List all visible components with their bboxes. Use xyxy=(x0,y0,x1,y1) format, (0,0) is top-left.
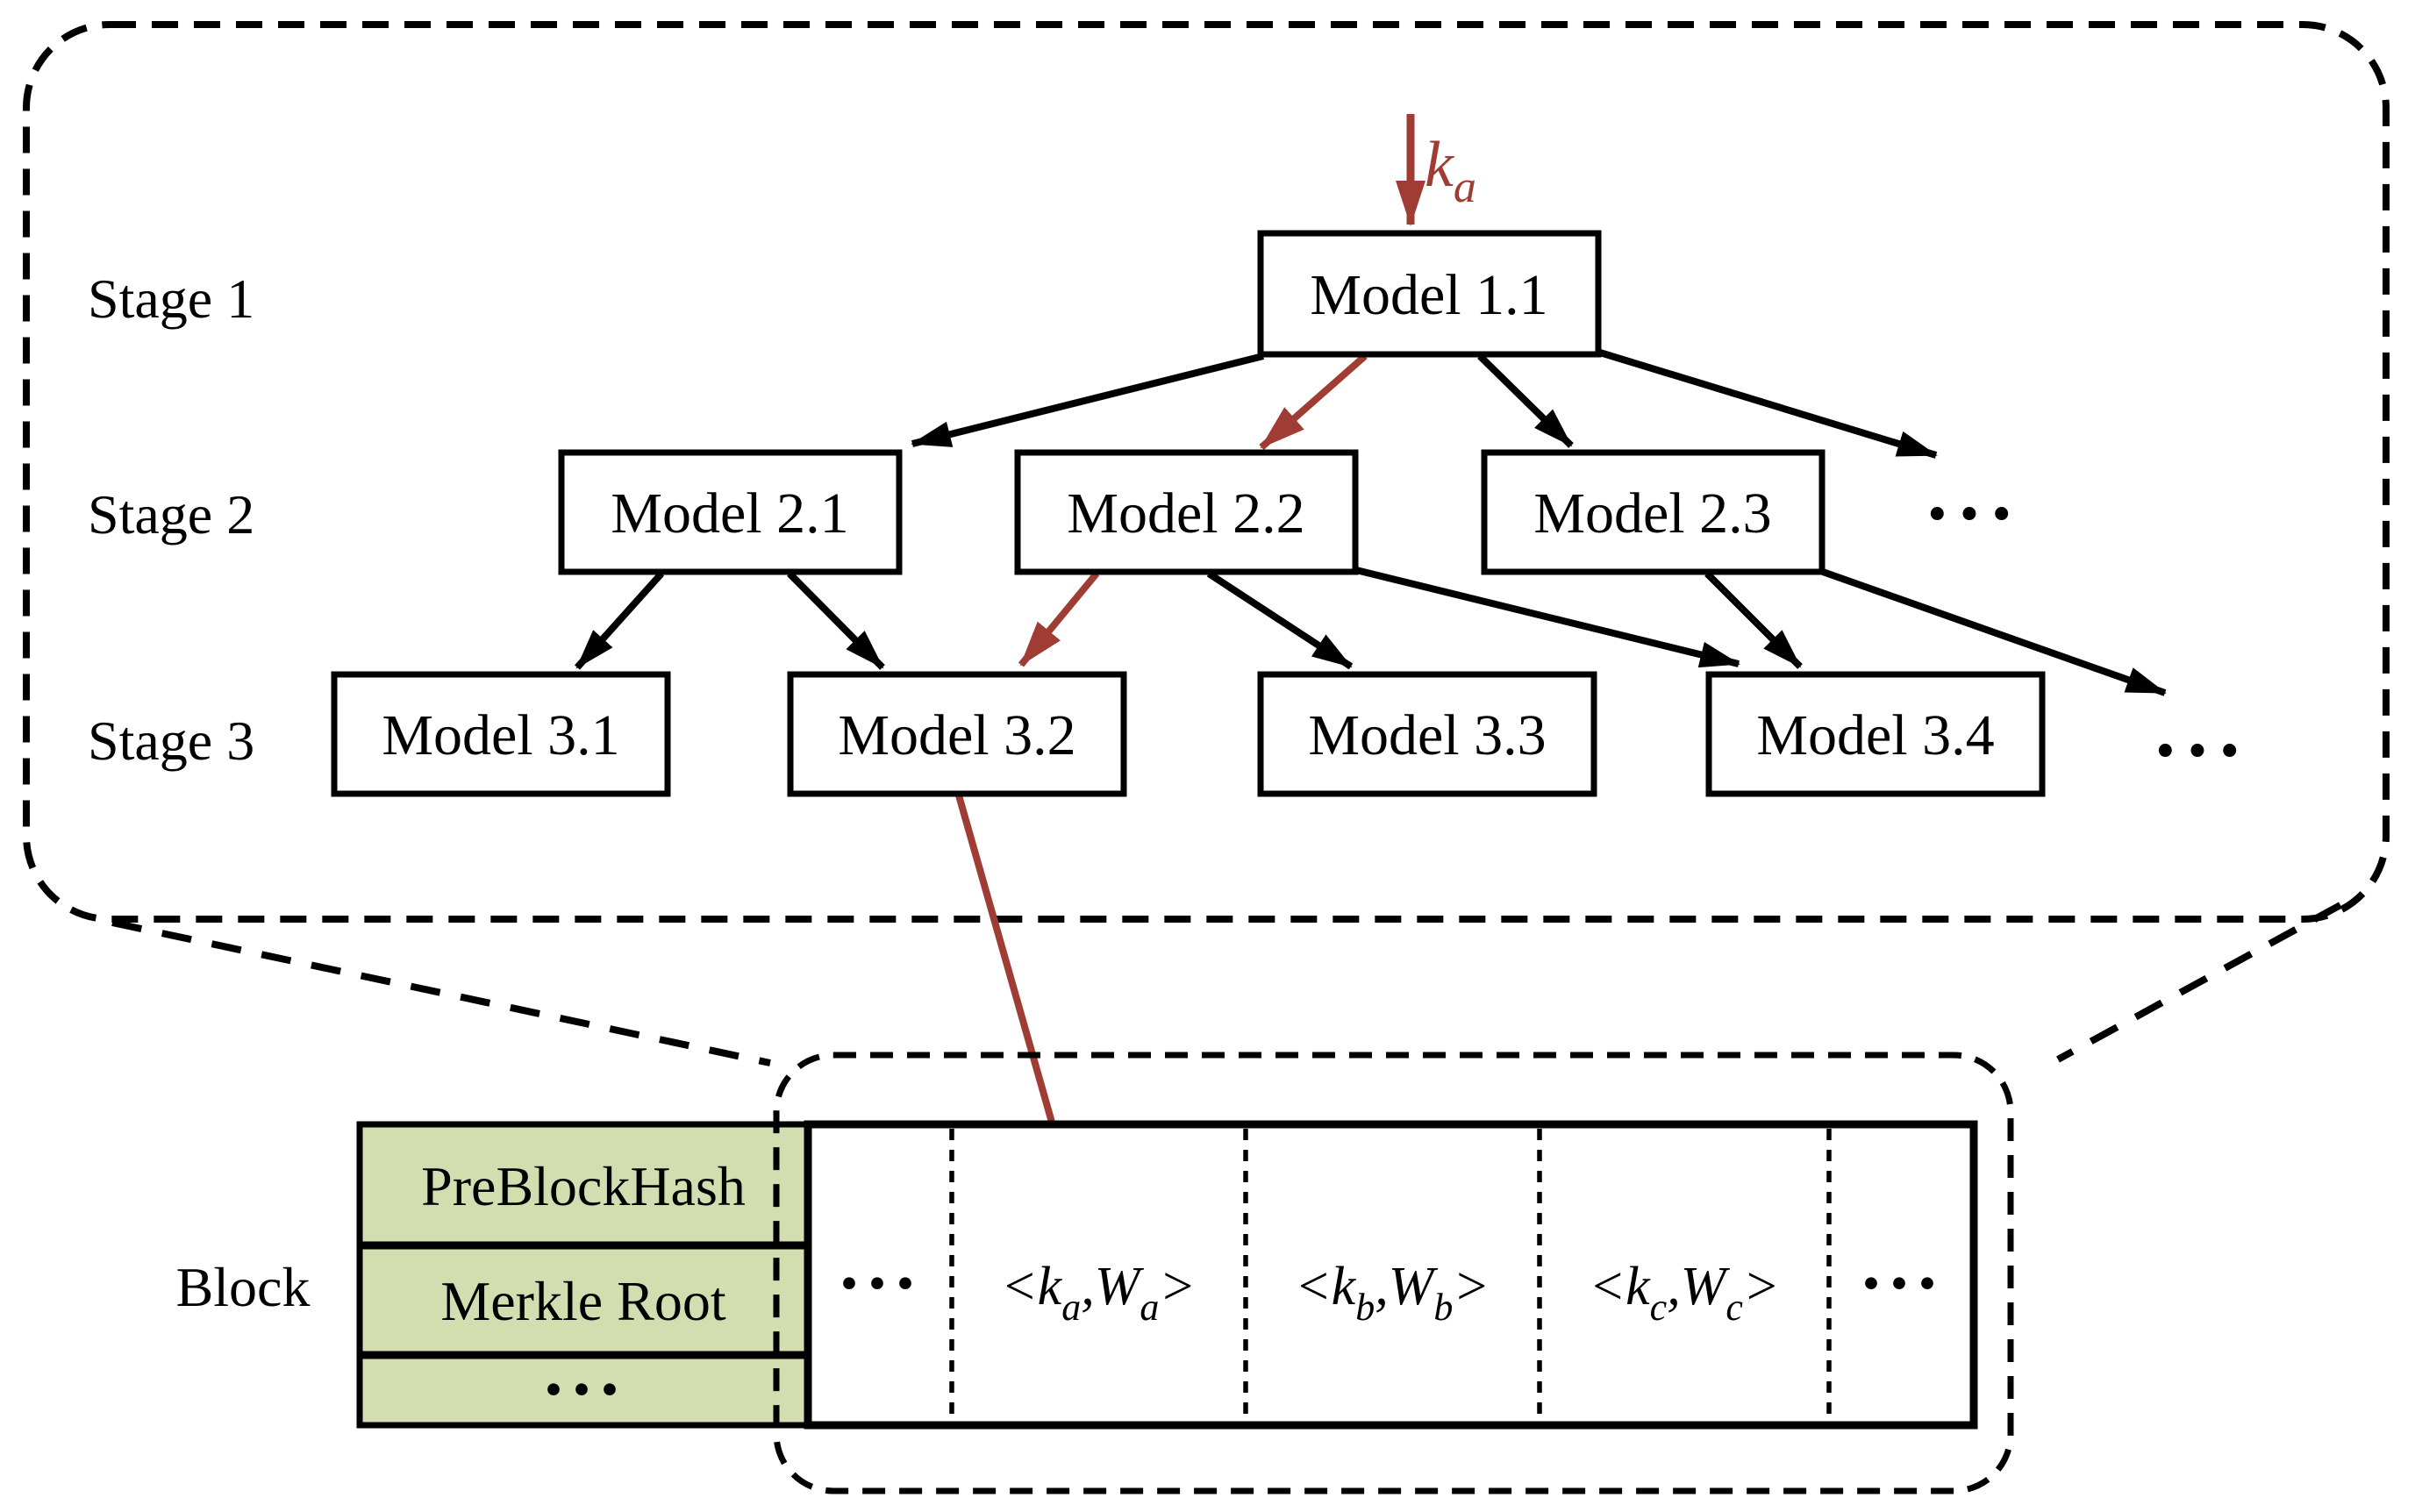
stage-3-ellipsis: ··· xyxy=(2152,705,2248,795)
tx-pair-kc-wc: <kc,Wc> xyxy=(1589,1257,1779,1329)
node-model-2-3: Model 2.3 xyxy=(1481,449,1826,575)
stage-1-label: Stage 1 xyxy=(88,267,254,330)
model-1-1-box xyxy=(1257,230,1602,358)
arrow-m11-to-m21 xyxy=(911,353,1264,447)
tree-container-border xyxy=(23,21,2390,923)
model-2-1-box xyxy=(558,449,903,575)
model-2-2-box xyxy=(1014,449,1359,575)
model-2-1-label: Model 2.1 xyxy=(611,481,848,546)
model-2-3-label: Model 2.3 xyxy=(1533,481,1771,546)
block-header-box xyxy=(356,1121,811,1429)
block-header: PreBlockHash Merkle Root ··· xyxy=(356,1121,811,1430)
model-2-2-label: Model 2.2 xyxy=(1067,481,1304,546)
tx-pair-kb-wb: <kb,Wb> xyxy=(1295,1257,1490,1329)
model-3-4-box xyxy=(1705,671,2046,797)
block-label: Block xyxy=(176,1256,311,1318)
arrow-m22-to-m32-red xyxy=(1018,571,1100,667)
model-3-1-label: Model 3.1 xyxy=(382,703,619,767)
transaction-strip: ··· <ka,Wa> <kb,Wb> <kc,Wc> ··· xyxy=(804,1120,1978,1430)
node-model-3-4: Model 3.4 xyxy=(1705,671,2046,797)
arrow-m22-to-m33 xyxy=(1206,570,1354,670)
arrow-m11-to-m22-red xyxy=(1259,353,1368,451)
model-3-1-box xyxy=(331,671,671,797)
arrow-m21-to-m32 xyxy=(787,571,885,670)
arrow-m23-to-m34 xyxy=(1704,571,1803,669)
node-model-2-1: Model 2.1 xyxy=(558,449,903,575)
funnel-line-right xyxy=(2056,902,2342,1063)
input-key-label: ka xyxy=(1425,129,1476,212)
stage-2-ellipsis: ··· xyxy=(1924,468,2020,558)
node-model-3-3: Model 3.3 xyxy=(1257,671,1597,797)
model-3-3-label: Model 3.3 xyxy=(1308,703,1546,767)
tx-tail-ellipsis: ··· xyxy=(1859,1243,1943,1324)
model-3-4-label: Model 3.4 xyxy=(1756,703,1994,767)
block-header-ellipsis-row: ··· xyxy=(541,1349,625,1430)
stage-3-label: Stage 3 xyxy=(88,710,254,772)
arrow-m11-to-m23 xyxy=(1477,353,1574,448)
preblockhash-row-label: PreBlockHash xyxy=(421,1155,746,1217)
node-model-3-1: Model 3.1 xyxy=(331,671,671,797)
node-model-3-2: Model 3.2 xyxy=(787,671,1127,797)
block-container-border xyxy=(773,1052,2014,1494)
transaction-strip-box xyxy=(804,1120,1978,1430)
tx-lead-ellipsis: ··· xyxy=(837,1243,921,1324)
funnel-line-left xyxy=(111,919,771,1066)
model-3-2-label: Model 3.2 xyxy=(838,703,1075,767)
arrow-m11-to-stage2-ellipsis xyxy=(1598,349,1938,459)
arrow-m22-to-m34 xyxy=(1355,567,1740,668)
stage-2-label: Stage 2 xyxy=(88,483,254,546)
model-1-1-label: Model 1.1 xyxy=(1310,263,1547,327)
model-2-3-box xyxy=(1481,449,1826,575)
node-model-1-1: Model 1.1 xyxy=(1257,230,1602,358)
arrow-m23-to-stage3-ellipsis xyxy=(1821,568,2167,696)
model-3-2-box xyxy=(787,671,1127,797)
arrow-m21-to-m31 xyxy=(575,571,664,670)
model-3-3-box xyxy=(1257,671,1597,797)
merkle-root-row-label: Merkle Root xyxy=(440,1270,726,1332)
node-model-2-2: Model 2.2 xyxy=(1014,449,1359,575)
tx-pair-ka-wa: <ka,Wa> xyxy=(1001,1257,1196,1329)
